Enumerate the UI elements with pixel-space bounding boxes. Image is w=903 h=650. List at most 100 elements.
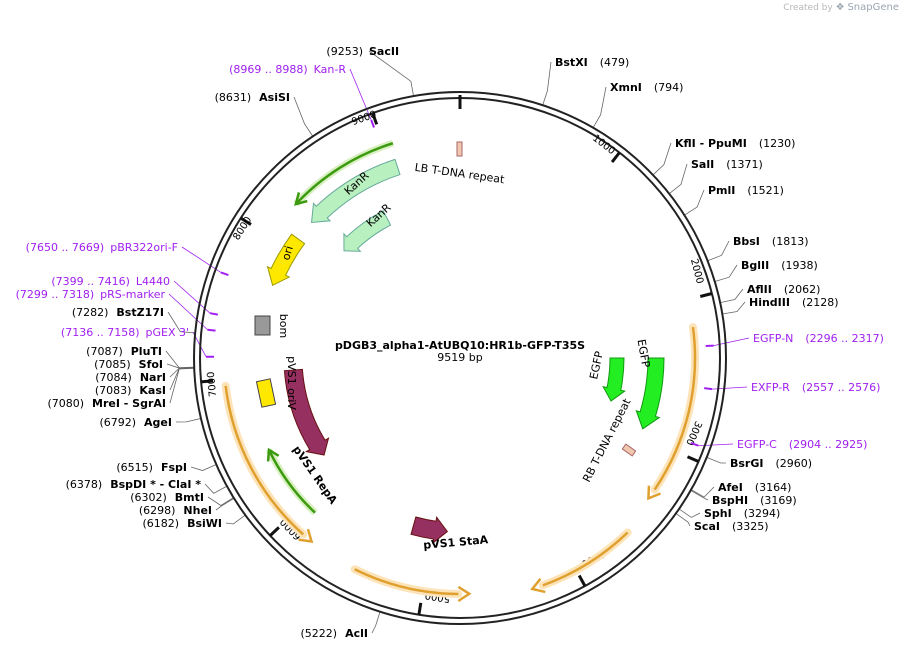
site-label-agei: AgeI(6792) bbox=[99, 416, 172, 429]
egfp-arrow-2 bbox=[635, 357, 665, 430]
primer-label-egfp-c: EGFP-C(2904 .. 2925) bbox=[737, 438, 867, 451]
primer-label-l4440: L4440(7399 .. 7416) bbox=[51, 275, 170, 288]
site-pos: (1371) bbox=[726, 158, 763, 171]
tick-label: 7000 bbox=[206, 371, 219, 397]
pvs1-staa-arrow bbox=[410, 516, 449, 545]
kanr-thin-arc-head bbox=[294, 192, 308, 206]
primer-name: pGEX 3' bbox=[145, 326, 189, 339]
site-label-bsrgi: BsrGI (2960) bbox=[730, 457, 812, 470]
site-label-xmni: XmnI(794) bbox=[610, 81, 683, 94]
tick-mark bbox=[699, 292, 713, 298]
site-label-sfoi: SfoI(7085) bbox=[94, 358, 163, 371]
site-label-nhei: NheI(6298) bbox=[139, 504, 212, 517]
orf-arc-right bbox=[653, 326, 697, 491]
primer-leader-pbr322ori-f bbox=[181, 246, 222, 273]
orf-arc-lower-right bbox=[542, 531, 629, 587]
site-pos: (8631) bbox=[215, 91, 252, 104]
site-pos: (7087) bbox=[86, 345, 123, 358]
site-pos: (1521) bbox=[747, 184, 784, 197]
primer-name: EGFP-N bbox=[753, 332, 793, 345]
pvs1-oriv-label: pVS1 oriV bbox=[285, 356, 298, 410]
site-leader-bsrgi bbox=[706, 457, 727, 464]
orf-arc-left bbox=[224, 385, 305, 536]
tick-label: 1000 bbox=[590, 133, 617, 157]
site-pos: (6298) bbox=[139, 504, 176, 517]
primer-name: EXFP-R bbox=[751, 381, 790, 394]
site-name: SphI bbox=[704, 507, 732, 520]
site-pos: (2960) bbox=[775, 457, 812, 470]
site-name: AclI bbox=[345, 627, 368, 640]
credit-text: Created by bbox=[783, 3, 833, 13]
site-leader-aflii bbox=[720, 288, 744, 304]
site-leader-afei bbox=[690, 486, 715, 498]
primer-name: EGFP-C bbox=[737, 438, 777, 451]
site-label-pmli: PmlI(1521) bbox=[708, 184, 784, 197]
site-name: SalI bbox=[691, 158, 714, 171]
site-pos: (3294) bbox=[744, 507, 781, 520]
site-pos: (7080) bbox=[47, 397, 84, 410]
site-leader-sali bbox=[668, 163, 688, 195]
site-leader-scai bbox=[675, 513, 691, 527]
lb-repeat-box bbox=[456, 141, 463, 157]
site-pos: (1230) bbox=[759, 137, 796, 150]
tick-mark bbox=[269, 526, 280, 537]
site-label-bstxi: BstXI(479) bbox=[555, 56, 629, 69]
kanr-thin-arc bbox=[294, 142, 394, 205]
site-pos: (7084) bbox=[95, 371, 132, 384]
site-label-afei: AfeI(3164) bbox=[718, 481, 791, 494]
site-name: NarI bbox=[140, 371, 166, 384]
egfp-2-label: EGFP bbox=[635, 338, 653, 369]
egfp-arrow-1 bbox=[602, 357, 626, 402]
site-label-mrei-sgrai: MreI - SgrAI(7080) bbox=[47, 397, 166, 410]
site-pos: (3169) bbox=[760, 494, 797, 507]
site-label-bspdi-clai: BspDI * - ClaI *(6378) bbox=[66, 478, 202, 491]
site-leader-pmli bbox=[684, 189, 705, 216]
site-pos: (9253) bbox=[326, 45, 363, 58]
primer-mark bbox=[220, 271, 229, 277]
site-pos: (7083) bbox=[95, 384, 132, 397]
primer-label-pgex-3: pGEX 3'(7136 .. 7158) bbox=[61, 326, 189, 339]
site-name: FspI bbox=[161, 461, 187, 474]
site-leader-bbsi bbox=[707, 240, 730, 262]
kanr-arrow-outer bbox=[310, 158, 401, 224]
site-label-fspi: FspI(6515) bbox=[116, 461, 187, 474]
site-label-sphi: SphI (3294) bbox=[704, 507, 780, 520]
site-name: BspDI * - ClaI * bbox=[110, 478, 201, 491]
primer-range: (7299 .. 7318) bbox=[16, 288, 95, 301]
site-pos: (3325) bbox=[732, 520, 769, 533]
site-name: KflI - PpuMI bbox=[675, 137, 747, 150]
site-label-asisi: AsiSI(8631) bbox=[215, 91, 290, 104]
primer-mark bbox=[370, 119, 375, 128]
site-label-scai: ScaI(3325) bbox=[694, 520, 769, 533]
site-name: BsiWI bbox=[187, 517, 222, 530]
site-pos: (479) bbox=[600, 56, 630, 69]
site-label-acli: AclI(5222) bbox=[301, 627, 368, 640]
tick-mark bbox=[200, 379, 214, 384]
site-leader-lines bbox=[165, 50, 750, 634]
site-name: KasI bbox=[139, 384, 166, 397]
site-leader-nhei bbox=[215, 497, 235, 511]
primer-name: L4440 bbox=[136, 275, 170, 288]
site-leader-bmti bbox=[207, 496, 234, 506]
site-name: BsrGI bbox=[730, 457, 763, 470]
orf-arc-left-head bbox=[298, 528, 314, 543]
site-label-bglii: BglII(1938) bbox=[741, 259, 818, 272]
site-label-bstz17i: BstZ17I(7282) bbox=[72, 306, 164, 319]
pvs1-repa-arrow bbox=[283, 368, 330, 456]
site-label-aflii: AflII(2062) bbox=[747, 283, 820, 296]
primer-leader-kan-r bbox=[349, 68, 372, 121]
site-label-bsiwi: BsiWI(6182) bbox=[142, 517, 222, 530]
repa-thin-arc-head bbox=[266, 447, 280, 462]
primer-mark bbox=[690, 442, 699, 447]
snapgene-logo-icon: ❖ bbox=[835, 2, 845, 13]
plasmid-name: pDGB3_alpha1-AtUBQ10:HR1b-GFP-T35S bbox=[335, 339, 585, 352]
site-label-kfli-ppumi: KflI - PpuMI (1230) bbox=[675, 137, 795, 150]
orf-arc-bottom bbox=[354, 568, 459, 596]
primer-label-egfp-n: EGFP-N(2296 .. 2317) bbox=[753, 332, 884, 345]
primer-mark bbox=[704, 387, 713, 391]
site-leader-bstxi bbox=[542, 61, 552, 106]
snapgene-credit: Created by ❖ SnapGene bbox=[783, 2, 899, 13]
kanr-arrow-inner bbox=[343, 210, 392, 252]
site-leader-bglii bbox=[714, 264, 738, 282]
bom-label: bom bbox=[277, 314, 290, 338]
